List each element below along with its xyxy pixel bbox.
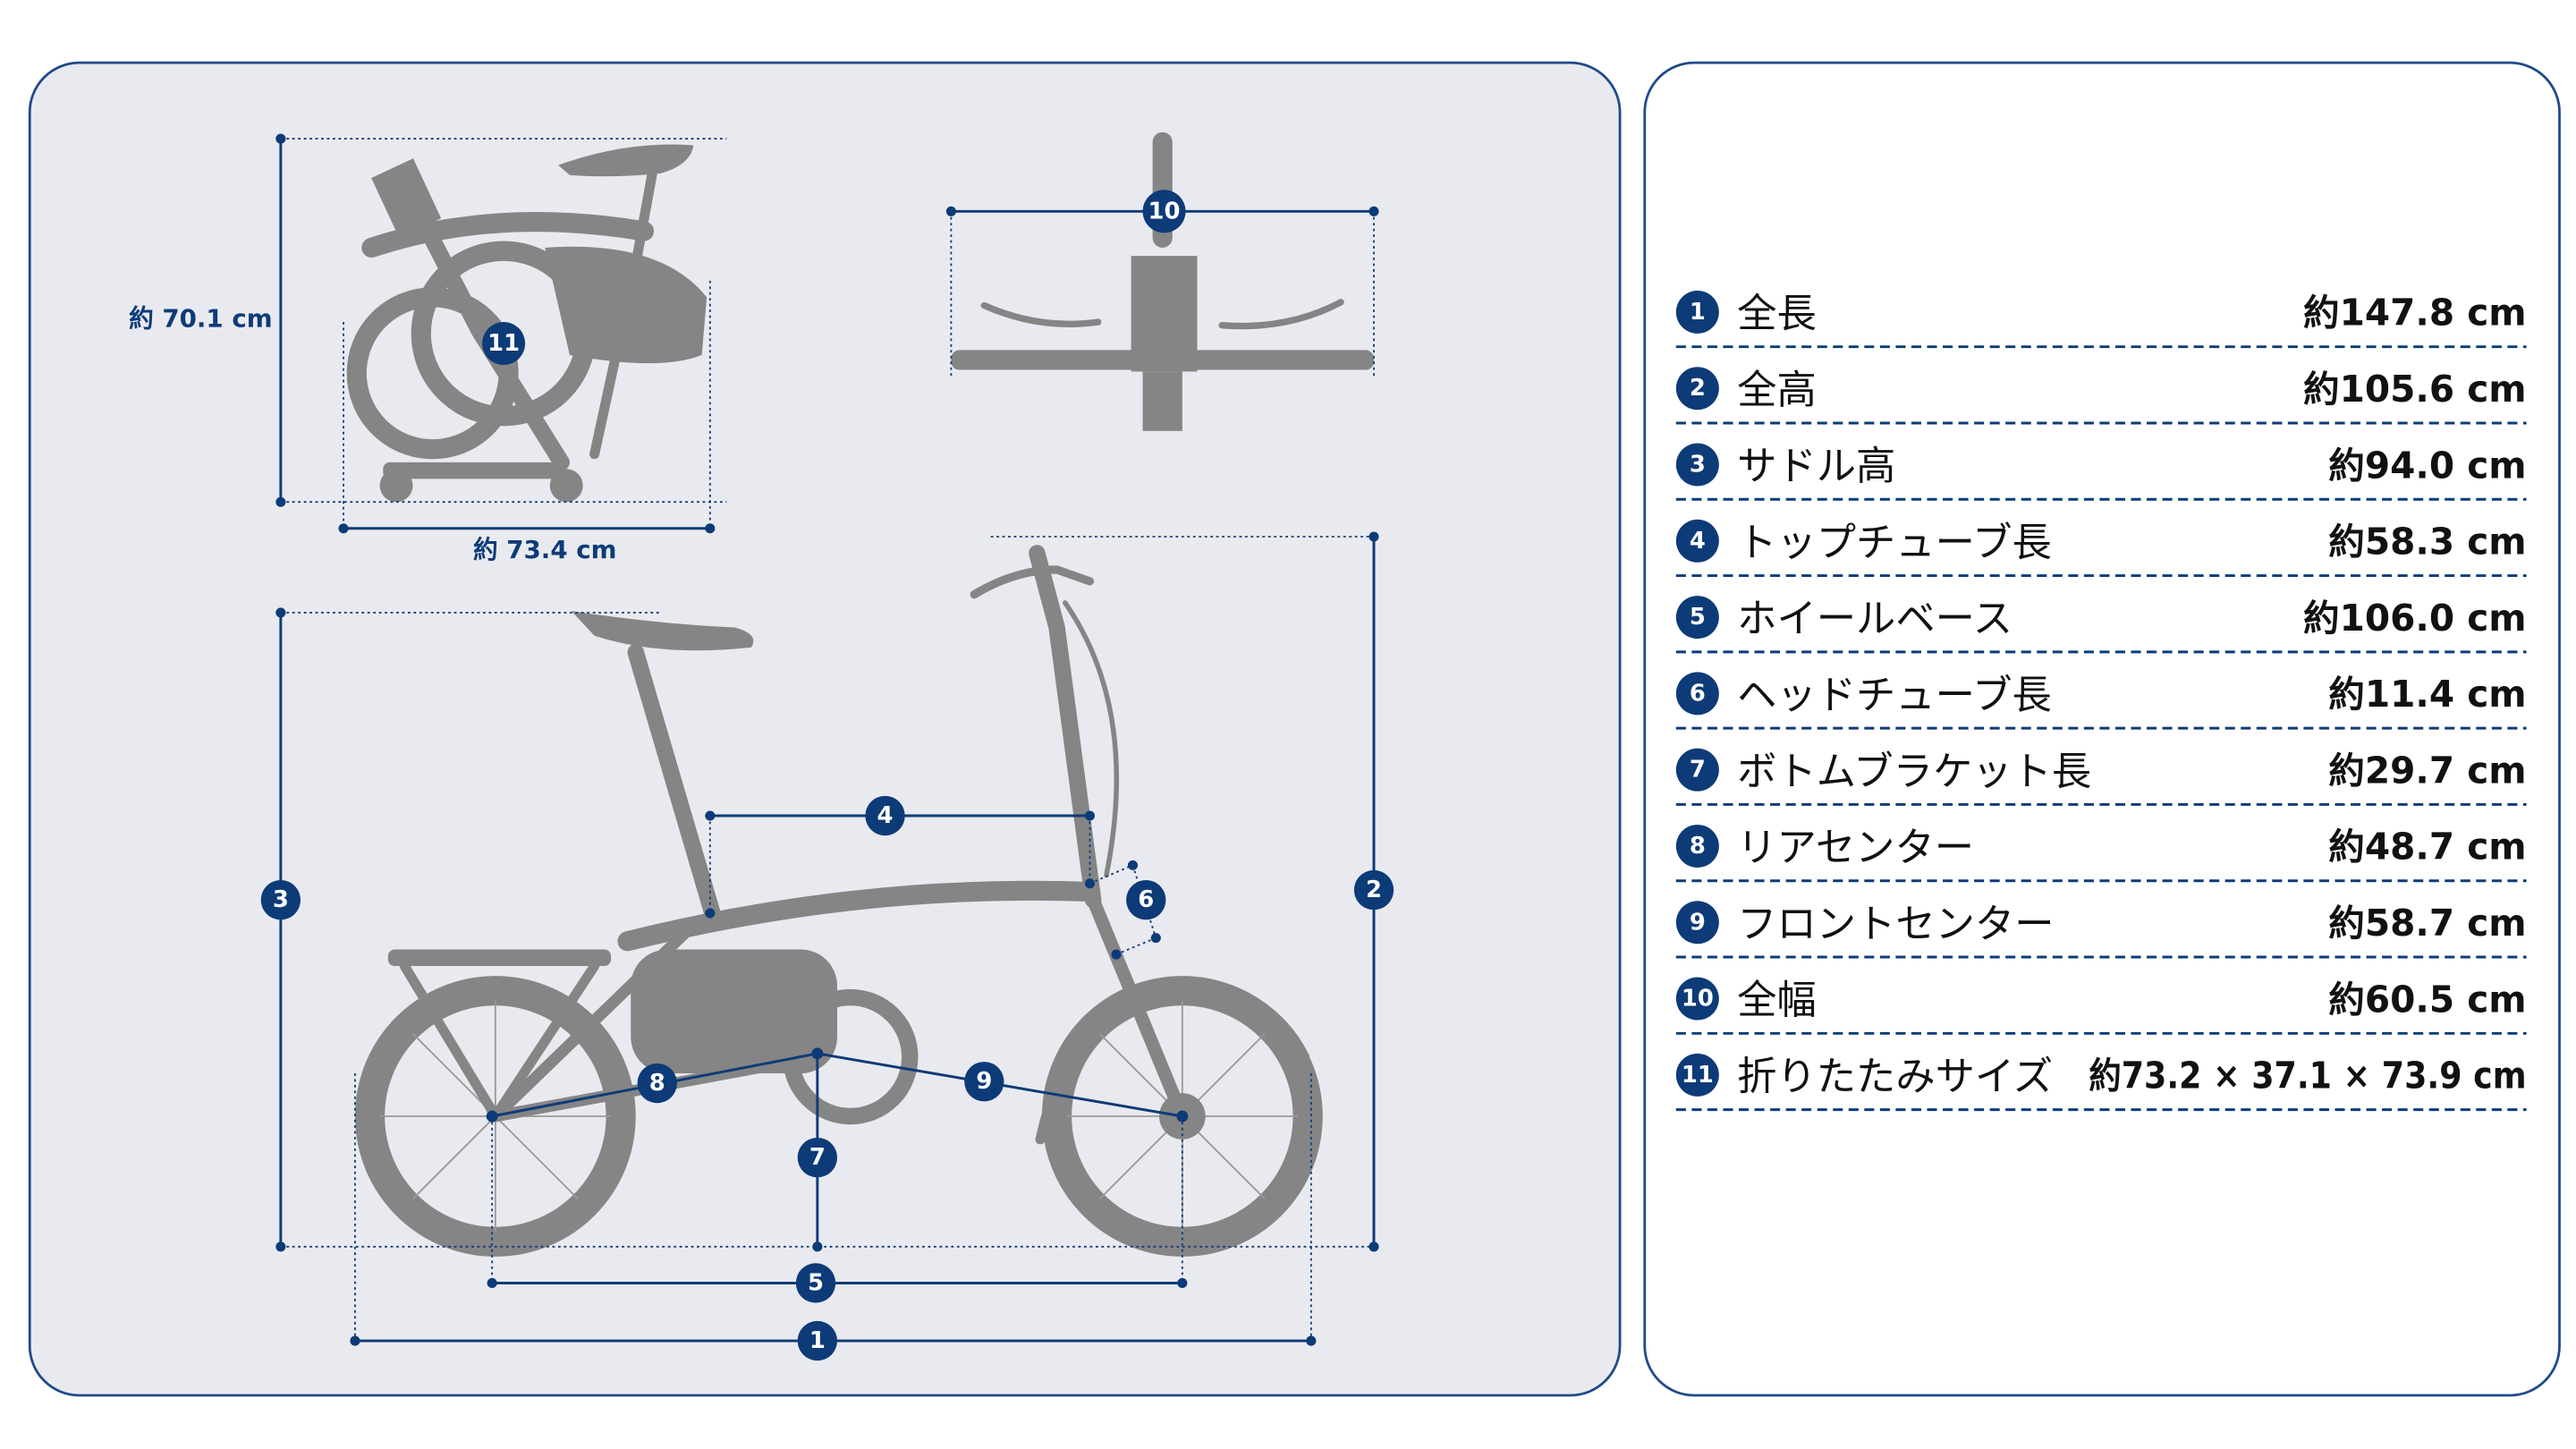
- badge-1: 1: [797, 1320, 837, 1361]
- spec-value: 約73.2 × 37.1 × 73.9 cm: [2089, 1055, 2526, 1097]
- spec-value: 約60.5 cm: [2328, 978, 2526, 1021]
- spec-number-badge: [1675, 977, 1719, 1021]
- spec-row: 4 トップチューブ長 約58.3 cm: [1675, 519, 2527, 578]
- svg-text:7: 7: [809, 1144, 826, 1171]
- spec-number-badge: [1675, 672, 1719, 716]
- badge-9: 9: [964, 1062, 1004, 1102]
- spec-list: 1 全長 約147.8 cm 2 全高 約105.6 cm 3 サドル高 約94.0 cm 4 トッ…: [1675, 290, 2527, 1112]
- spec-label: トップチューブ長: [1737, 520, 2052, 565]
- spec-number: 9: [1690, 909, 1706, 936]
- spec-number-badge: [1675, 824, 1719, 868]
- spec-value: 約147.8 cm: [2303, 292, 2527, 335]
- spec-label: 全長: [1737, 292, 1817, 337]
- spec-number: 1: [1690, 299, 1706, 326]
- spec-row: 11 折りたたみサイズ約73.2 × 37.1 × 73.9 cm: [1675, 1053, 2527, 1112]
- spec-row: 6 ヘッドチューブ長 約11.4 cm: [1675, 672, 2527, 730]
- spec-number: 4: [1690, 528, 1706, 555]
- spec-number-badge: [1675, 901, 1719, 945]
- spec-number-badge: [1675, 367, 1719, 411]
- spec-number-badge: [1675, 596, 1719, 640]
- spec-number-badge: [1675, 290, 1719, 334]
- spec-number: 3: [1690, 452, 1706, 479]
- spec-number: 7: [1690, 757, 1706, 784]
- spec-value: 約58.3 cm: [2328, 521, 2526, 564]
- badge-3: 3: [260, 880, 301, 920]
- spec-row: 8 リアセンター 約48.7 cm: [1675, 824, 2527, 883]
- diagram-panel: [28, 61, 1622, 1397]
- svg-text:9: 9: [976, 1068, 992, 1095]
- svg-text:5: 5: [808, 1269, 824, 1296]
- spec-number: 2: [1690, 375, 1706, 402]
- badge-8: 8: [637, 1063, 677, 1104]
- spec-row: 3 サドル高 約94.0 cm: [1675, 443, 2527, 501]
- spec-number-badge: [1675, 748, 1719, 792]
- svg-text:3: 3: [273, 886, 289, 913]
- spec-number: 6: [1690, 680, 1706, 707]
- spec-number-badge: [1675, 519, 1719, 563]
- spec-number: 11: [1682, 1062, 1714, 1089]
- spec-label: リアセンター: [1737, 826, 1974, 871]
- spec-value: 約48.7 cm: [2328, 826, 2526, 869]
- side-view-dimensions: 1 2 3 4 5 6 7 8 9: [260, 531, 1394, 1361]
- folded-bike-silhouette: [346, 144, 708, 503]
- spec-number-badge: [1675, 443, 1719, 487]
- svg-text:8: 8: [649, 1070, 665, 1097]
- spec-row: 7 ボトムブラケット長 約29.7 cm: [1675, 748, 2527, 806]
- badge-7: 7: [797, 1138, 837, 1178]
- badge-2: 2: [1353, 869, 1394, 911]
- spec-label: ホイールベース: [1737, 597, 2012, 642]
- svg-text:1: 1: [809, 1327, 826, 1354]
- svg-text:2: 2: [1366, 877, 1382, 903]
- badge-10: 10: [1142, 190, 1186, 233]
- spec-row: 2 全高 約105.6 cm: [1675, 367, 2527, 425]
- svg-text:11: 11: [487, 330, 520, 357]
- spec-number: 10: [1682, 986, 1714, 1013]
- side-view-bike-silhouette: [354, 545, 1323, 1257]
- spec-number: 5: [1690, 604, 1706, 631]
- spec-label: サドル高: [1737, 444, 1895, 489]
- badge-4: 4: [865, 795, 905, 836]
- spec-value: 約106.0 cm: [2303, 597, 2527, 640]
- badge-6: 6: [1126, 880, 1166, 920]
- spec-value: 約105.6 cm: [2303, 368, 2527, 411]
- top-view-dimensions: 10: [945, 190, 1379, 377]
- top-view-silhouette: [951, 131, 1374, 431]
- spec-label: ヘッドチューブ長: [1737, 673, 2052, 718]
- spec-row: 1 全長 約147.8 cm: [1675, 290, 2527, 349]
- spec-number: 8: [1690, 833, 1706, 860]
- spec-value: 約11.4 cm: [2328, 673, 2526, 716]
- folded-height-label: 約 70.1 cm: [129, 304, 273, 334]
- svg-text:4: 4: [877, 802, 894, 829]
- spec-value: 約29.7 cm: [2328, 749, 2526, 792]
- badge-5: 5: [795, 1263, 836, 1303]
- folded-width-label: 約 73.4 cm: [473, 535, 617, 564]
- spec-label: 全高: [1737, 368, 1817, 413]
- spec-value: 約94.0 cm: [2328, 444, 2526, 487]
- folded-dimensions: 約 70.1 cm 約 73.4 cm 11: [129, 133, 727, 564]
- spec-label: フロントセンター: [1737, 902, 2054, 947]
- spec-label: 全幅: [1737, 978, 1817, 1023]
- svg-text:6: 6: [1138, 886, 1154, 913]
- spec-label: 折りたたみサイズ: [1737, 1054, 2053, 1099]
- badge-11: 11: [482, 322, 526, 365]
- spec-value: 約58.7 cm: [2328, 902, 2526, 945]
- spec-row: 10 全幅 約60.5 cm: [1675, 977, 2527, 1035]
- svg-text:10: 10: [1148, 198, 1181, 225]
- spec-label: ボトムブラケット長: [1737, 749, 2091, 794]
- spec-number-badge: [1675, 1053, 1719, 1097]
- spec-row: 5 ホイールベース 約106.0 cm: [1675, 596, 2527, 654]
- spec-row: 9 フロントセンター 約58.7 cm: [1675, 901, 2527, 959]
